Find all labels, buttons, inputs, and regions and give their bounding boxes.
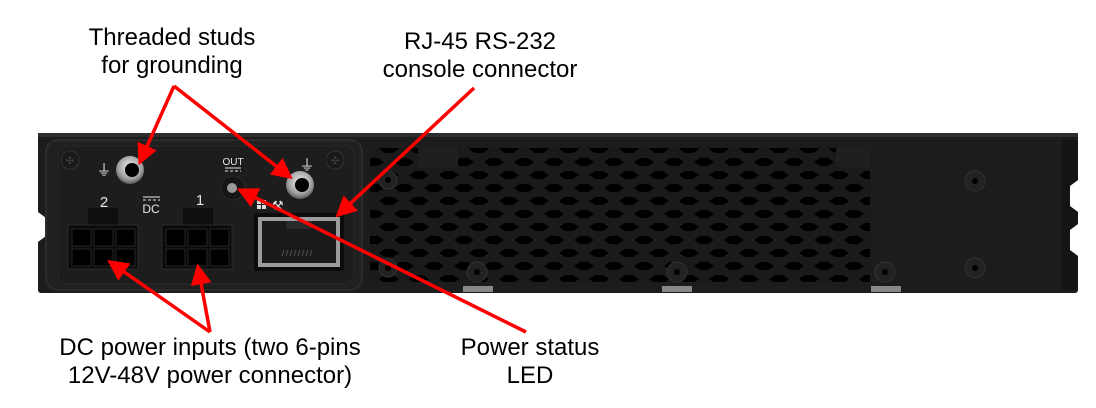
out-marking: OUT: [222, 157, 243, 168]
callout-line: console connector: [382, 56, 578, 83]
port-1-label: 1: [196, 192, 204, 209]
dc-power-connector-1[interactable]: [161, 208, 233, 270]
callout-power-status-led: Power status LED: [440, 334, 620, 390]
ground-symbol-icon: ⏚: [96, 162, 111, 179]
arrow-to-connector-1: [190, 263, 212, 333]
arrow-to-right-stud: [172, 84, 293, 180]
arrow-to-led: [236, 188, 527, 334]
callout-line: 12V-48V power connector): [67, 362, 353, 389]
callout-line: LED: [506, 362, 554, 389]
svg-text:✣: ✣: [66, 156, 74, 167]
callout-dc-power-inputs: DC power inputs (two 6-pins 12V-48V powe…: [30, 334, 390, 390]
io-module: ✣ ✣ ⏚ ⏚ OUT ⚒ 2: [45, 139, 363, 291]
arrow-to-connector-2: [107, 259, 212, 334]
ground-symbol-icon: ⏚: [299, 157, 314, 174]
svg-text:⚒: ⚒: [272, 198, 284, 213]
dc-marking: DC: [142, 202, 160, 216]
captive-screw[interactable]: ✣: [325, 150, 345, 170]
port-2-label: 2: [100, 194, 108, 211]
callout-line: Threaded studs: [88, 24, 256, 51]
arrow-to-left-stud: [137, 85, 176, 166]
rj45-console-port[interactable]: [254, 213, 344, 271]
callout-console-connector: RJ-45 RS-232 console connector: [360, 28, 600, 84]
vent-grille: [370, 144, 1062, 292]
grounding-stud-right[interactable]: [286, 171, 314, 199]
captive-screw[interactable]: ✣: [60, 150, 80, 170]
svg-text:✣: ✣: [331, 156, 339, 167]
grounding-stud-left[interactable]: [116, 156, 144, 184]
power-status-led: [220, 175, 246, 201]
callout-arrows: [107, 84, 527, 334]
callout-line: Power status: [460, 334, 600, 361]
callout-line: DC power inputs (two 6-pins: [59, 334, 361, 361]
callout-grounding-studs: Threaded studs for grounding: [72, 24, 272, 80]
callout-line: RJ-45 RS-232: [403, 28, 557, 55]
arrow-to-console-port: [335, 86, 476, 218]
callout-line: for grounding: [101, 52, 243, 79]
dc-power-connector-2[interactable]: [67, 208, 139, 270]
